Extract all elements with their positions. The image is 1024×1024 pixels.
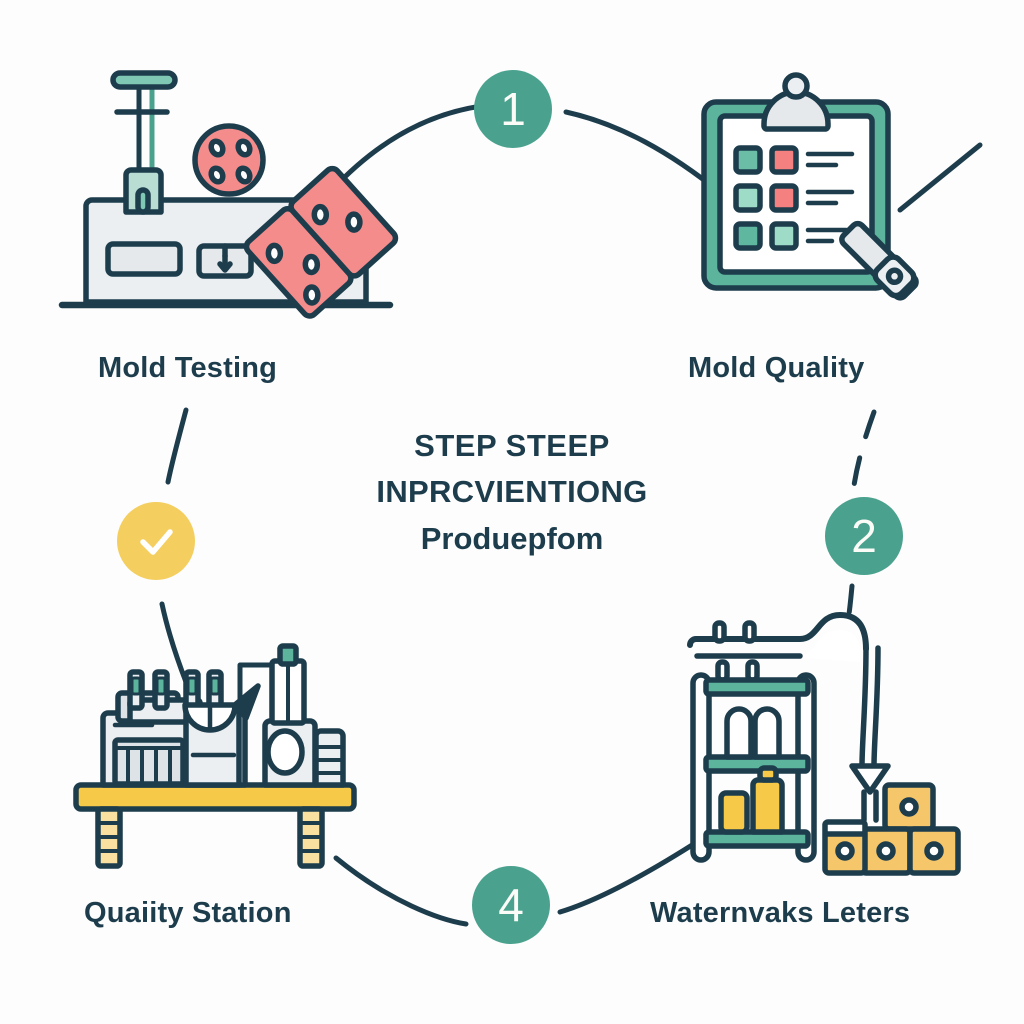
checklist-square-r1c1: [733, 145, 763, 175]
center-title-line-3: Produepfom: [420, 521, 604, 556]
center-title-block: STEP STEEP INPRCVIENTIONG Produepfom: [312, 424, 712, 562]
clipboard-clip: [761, 89, 831, 132]
bench-top: [73, 782, 357, 812]
pen: [839, 220, 919, 301]
box-left-hole: [876, 841, 896, 861]
block-hole-a1: [265, 242, 284, 265]
shelf-bottle-1: [724, 706, 754, 760]
box-mid-hole: [924, 841, 944, 861]
tube-rack: [112, 737, 186, 787]
console-arm-head: [233, 683, 261, 721]
connector-right: [850, 409, 877, 495]
block-hole-b2: [345, 211, 363, 233]
tower-cap: [277, 643, 299, 667]
pen-grip: [872, 254, 917, 299]
pen-tip-line: [897, 142, 983, 213]
cart-pipe-2: [871, 645, 881, 769]
block-hole-a3: [303, 284, 321, 306]
connector-left-2: [159, 601, 189, 685]
disc-hole-4: [235, 165, 253, 185]
sample-tube-2-cap: [155, 676, 167, 696]
connector-left: [165, 407, 189, 485]
shelf-container-1: [718, 790, 750, 835]
sample-tube-1-cap: [130, 676, 142, 696]
center-title-line-2: INPRCVIENTIONG: [376, 474, 648, 509]
checklist-square-r2c1: [733, 183, 763, 213]
center-title-line-1: STEP STEEP: [414, 428, 610, 463]
gauge-arrow-head: [217, 261, 233, 273]
cart-nozzle: [849, 763, 891, 795]
sample-tube-3-cap: [186, 676, 198, 696]
checklist-square-r3c1: [733, 221, 763, 251]
checklist-square-r1c2: [769, 145, 799, 175]
sample-tube-4-cap: [209, 676, 221, 696]
block-hole-a2: [302, 253, 321, 276]
canopy-peg-1: [712, 620, 727, 644]
clipboard-clip-knob: [782, 72, 810, 100]
press-head-slot: [135, 187, 151, 215]
machine-display-panel: [105, 241, 183, 277]
press-handle: [110, 70, 178, 90]
step-marker-check[interactable]: [117, 502, 195, 580]
box-top-hole: [899, 797, 919, 817]
connector-bottom-2: [557, 837, 703, 915]
cart-canopy: [687, 612, 869, 652]
connector-bottom: [333, 855, 469, 927]
node-label-mold-testing: Mold Testing: [98, 352, 278, 384]
node-label-quality-station: Quaiity Station: [84, 897, 292, 929]
rack-shelf-top: [703, 677, 811, 697]
step-marker-2[interactable]: 2: [825, 497, 903, 575]
cart-pipe: [859, 645, 869, 769]
checklist-square-r3c2: [769, 221, 799, 251]
shelf-bottle-2: [752, 706, 782, 760]
disc-hole-3: [208, 165, 226, 185]
shelf-container-2-cap: [757, 765, 779, 783]
block-hole-b1: [311, 203, 330, 226]
canopy-peg-2: [742, 620, 757, 644]
check-icon: [140, 529, 173, 555]
mold-block: [243, 165, 399, 319]
mold-block-face-b: [288, 165, 399, 279]
box-tray: [822, 819, 868, 837]
disc-hole-2: [235, 138, 253, 158]
box-right-hole: [835, 841, 855, 861]
step-marker-1[interactable]: 1: [474, 70, 552, 148]
node-label-mold-quality: Mold Quality: [688, 352, 865, 384]
disc-hole-1: [208, 138, 226, 158]
step-marker-4[interactable]: 4: [472, 866, 550, 944]
node-label-waternvaks-leters: Waternvaks Leters: [650, 897, 911, 929]
checklist-square-r2c2: [769, 183, 799, 213]
pen-grip-dot: [885, 267, 904, 286]
tower-window: [265, 728, 305, 776]
